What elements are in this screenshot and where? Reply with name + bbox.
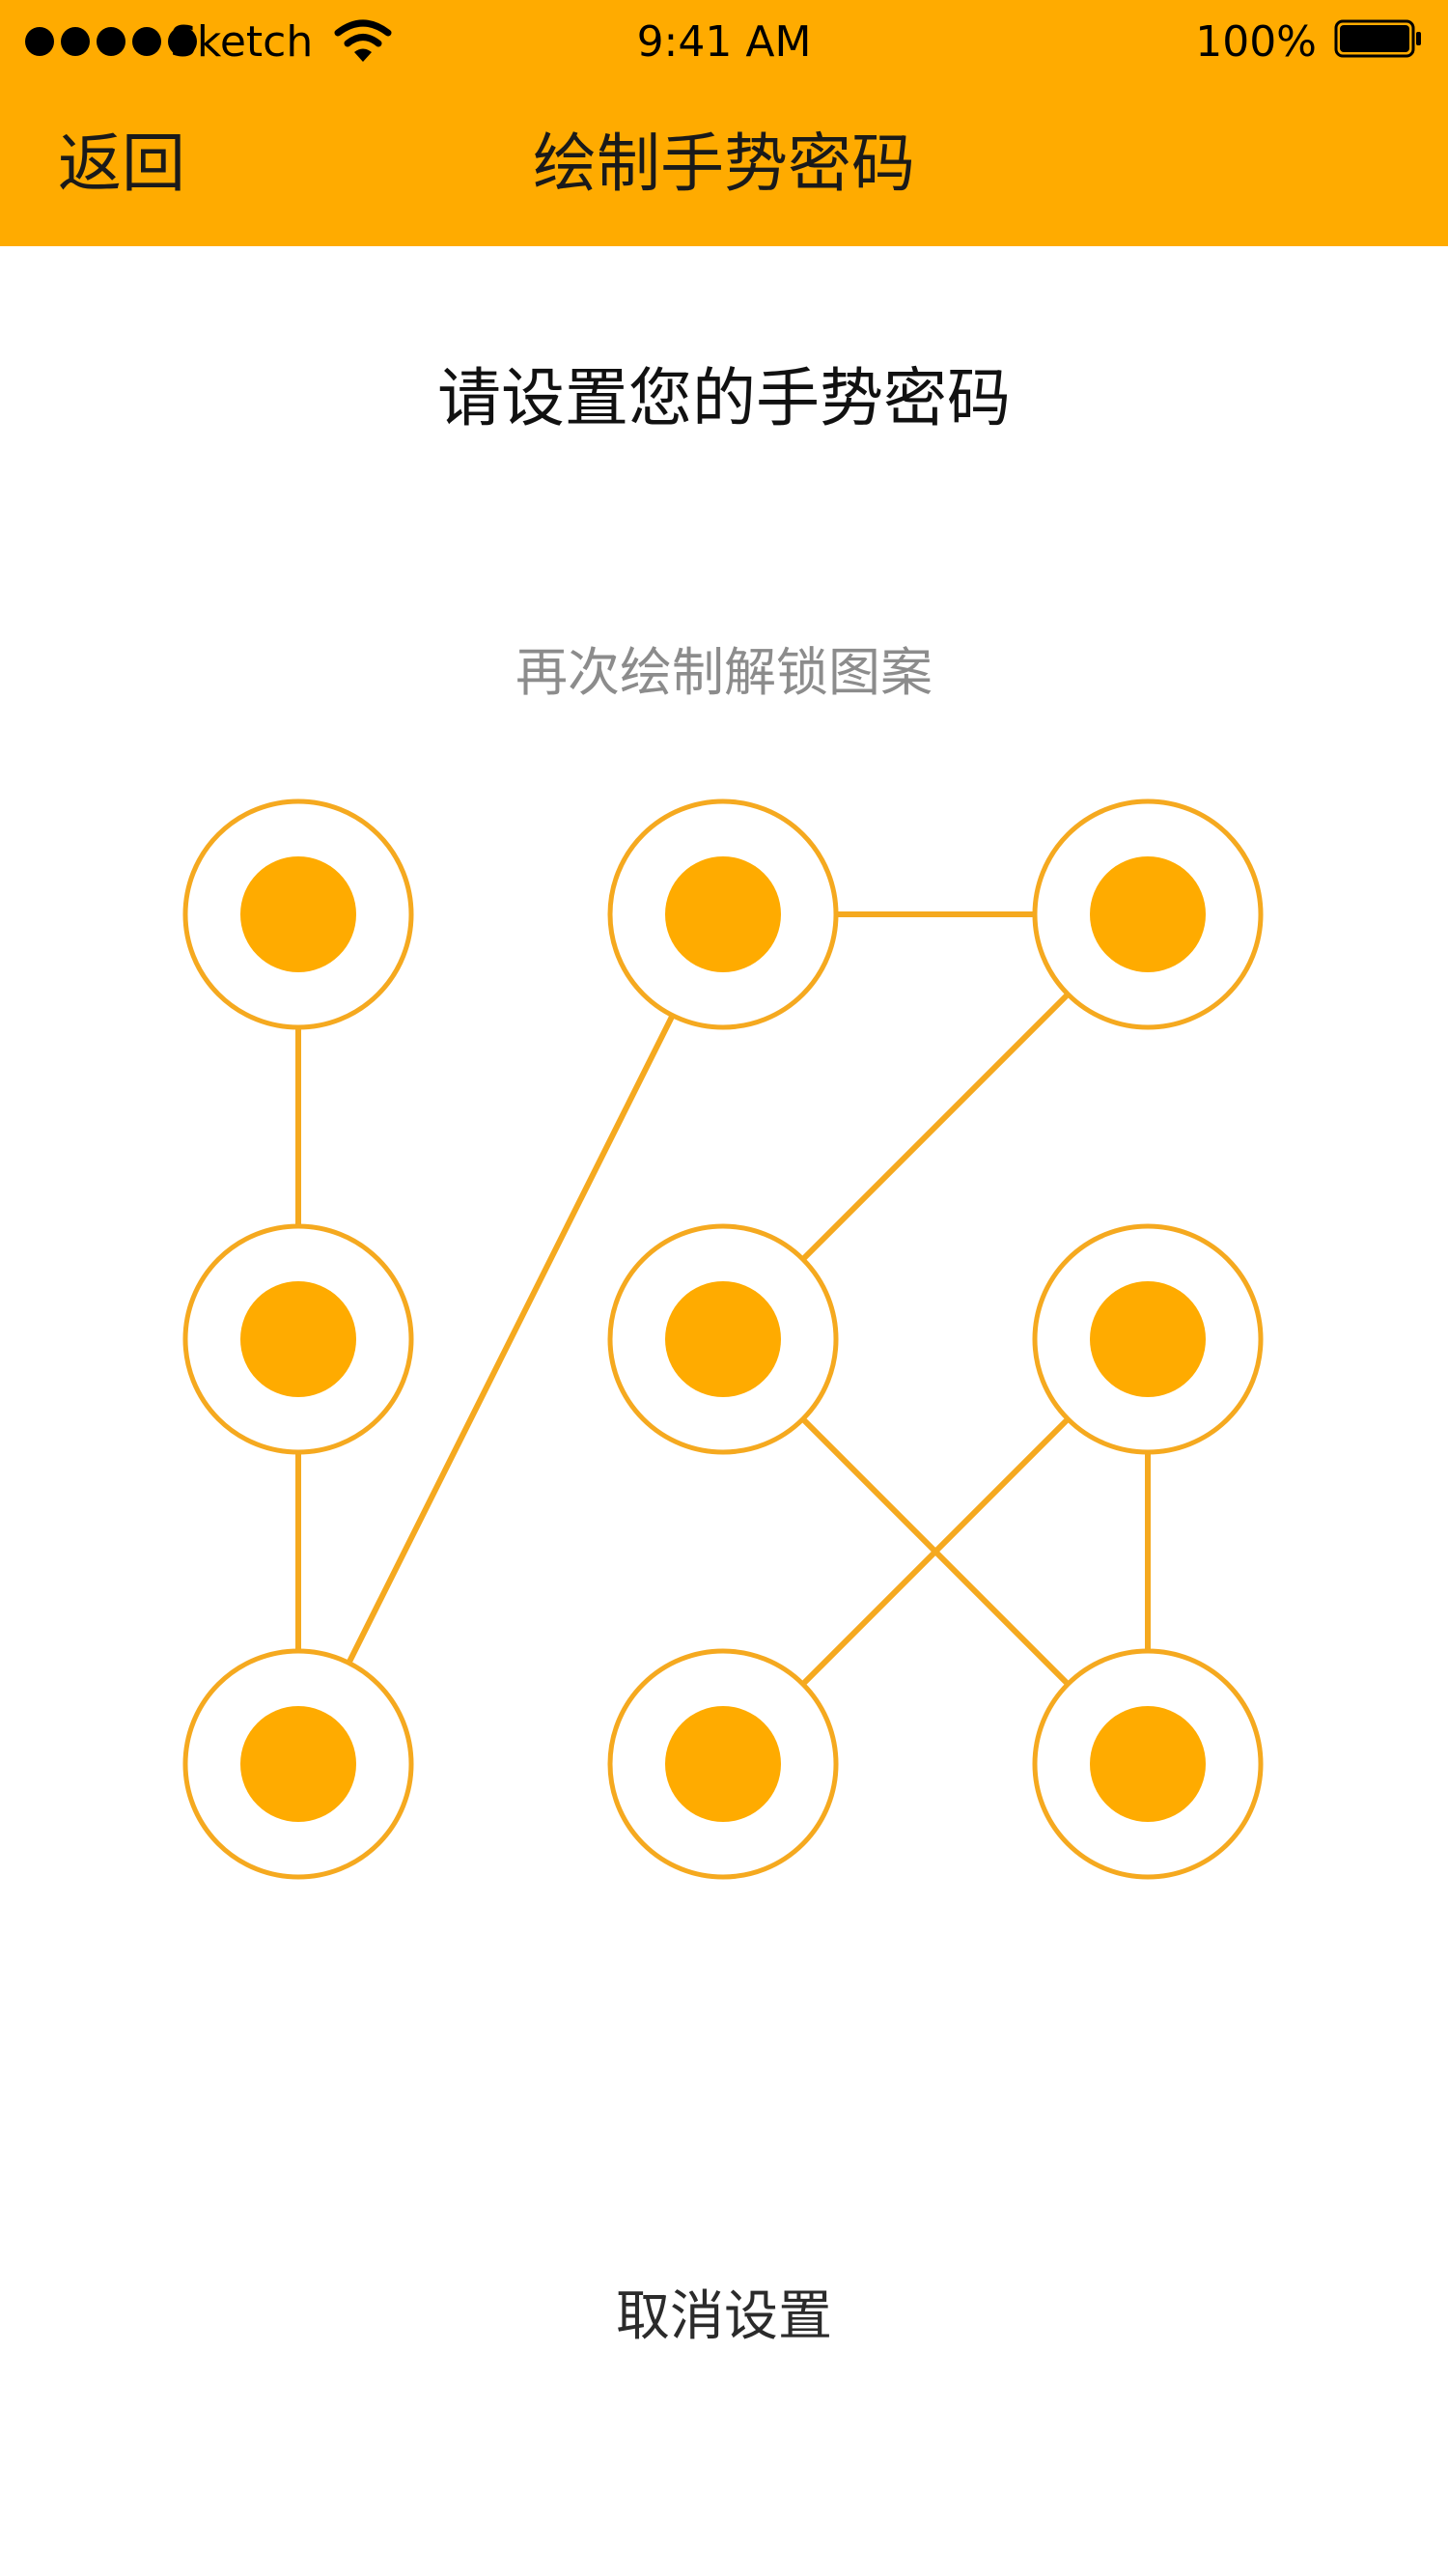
pattern-node-dot: [240, 856, 356, 972]
header-background: [0, 0, 1448, 246]
pattern-node-dot: [240, 1706, 356, 1822]
pattern-node-dot: [1090, 856, 1206, 972]
cancel-setup-button[interactable]: 取消设置: [616, 2285, 832, 2348]
pattern-node-dot: [665, 856, 781, 972]
instruction-hint: 再次绘制解锁图案: [515, 642, 933, 703]
signal-dots-icon: [25, 27, 197, 56]
status-bar: Sketch 9:41 AM 100%: [0, 0, 1448, 83]
pattern-node-4[interactable]: [182, 1223, 414, 1455]
status-time: 9:41 AM: [636, 17, 812, 67]
pattern-node-1[interactable]: [182, 798, 414, 1030]
pattern-node-5[interactable]: [607, 1223, 839, 1455]
pattern-node-9[interactable]: [1032, 1648, 1264, 1880]
pattern-line-6: [800, 1416, 1071, 1687]
carrier-name: Sketch: [170, 17, 314, 67]
pattern-node-dot: [240, 1281, 356, 1397]
pattern-node-8[interactable]: [607, 1648, 839, 1880]
pattern-node-dot: [1090, 1706, 1206, 1822]
pattern-node-dot: [665, 1281, 781, 1397]
back-button[interactable]: 返回: [58, 126, 185, 201]
pattern-node-3[interactable]: [1032, 798, 1264, 1030]
instruction-heading: 请设置您的手势密码: [437, 361, 1011, 435]
pattern-node-2[interactable]: [607, 798, 839, 1030]
wifi-icon: [334, 19, 392, 62]
pattern-node-7[interactable]: [182, 1648, 414, 1880]
pattern-line-5: [800, 992, 1071, 1262]
battery-percentage: 100%: [1195, 17, 1317, 67]
pattern-node-dot: [1090, 1281, 1206, 1397]
pattern-node-dot: [665, 1706, 781, 1822]
page-title: 绘制手势密码: [533, 126, 915, 201]
navigation-bar: 返回 绘制手势密码: [0, 83, 1448, 246]
pattern-line-8: [800, 1416, 1071, 1687]
pattern-node-6[interactable]: [1032, 1223, 1264, 1455]
battery-icon: [1334, 19, 1421, 58]
